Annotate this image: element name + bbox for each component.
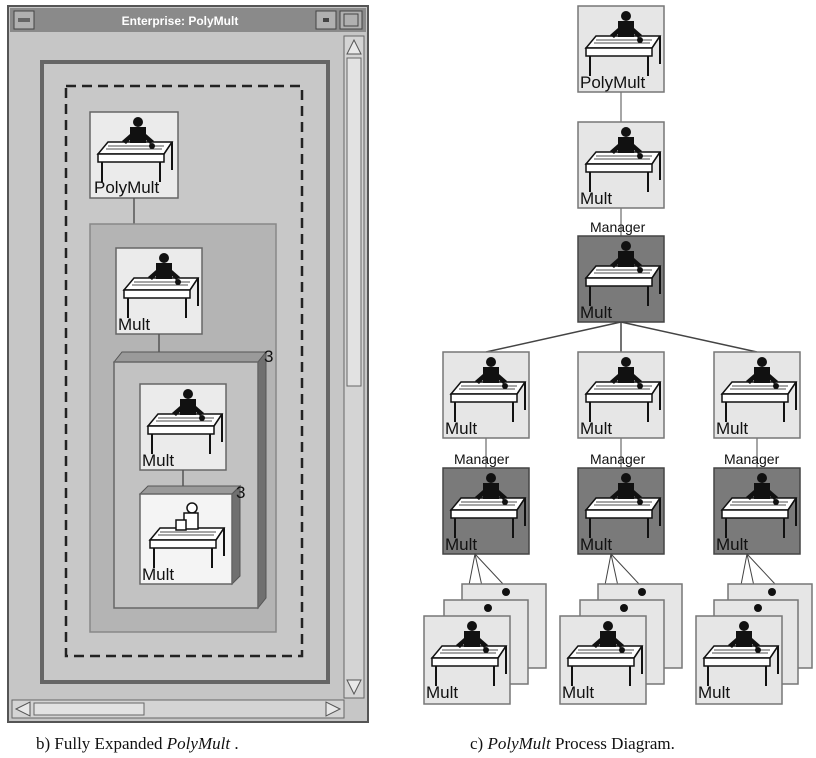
- maximize-button[interactable]: [339, 10, 363, 30]
- node-label: Mult: [426, 683, 458, 702]
- node-label: Mult: [580, 303, 612, 322]
- node-label: Mult: [580, 189, 612, 208]
- scroll-left-arrow[interactable]: [14, 701, 31, 717]
- leaf-stack-3[interactable]: Mult: [695, 553, 813, 705]
- node-label: Mult: [142, 565, 174, 584]
- window-title: Enterprise: PolyMult: [122, 14, 239, 28]
- node-label: Mult: [716, 535, 748, 554]
- node-label: Mult: [562, 683, 594, 702]
- node-label: PolyMult: [580, 73, 645, 92]
- enterprise-boundary: [64, 84, 304, 658]
- node-label: Mult: [445, 535, 477, 554]
- child-manager-node-2[interactable]: Mult: [577, 467, 665, 555]
- root-polymult-node[interactable]: PolyMult: [577, 5, 665, 93]
- child-manager-node-3[interactable]: Mult: [713, 467, 801, 555]
- caption-b-prefix: b) Fully Expanded: [36, 734, 167, 753]
- node-label: Mult: [580, 419, 612, 438]
- caption-c-prefix: c): [470, 734, 488, 753]
- caption-b-suffix: .: [230, 734, 239, 753]
- horizontal-scrollbar[interactable]: [11, 699, 345, 719]
- scroll-right-arrow[interactable]: [325, 701, 342, 717]
- child-node-1[interactable]: Mult: [442, 351, 530, 439]
- process-diagram: PolyMult Mult Manager Mult Mult Mult: [423, 5, 813, 705]
- node-label: Mult: [698, 683, 730, 702]
- horizontal-scroll-thumb[interactable]: [33, 702, 145, 716]
- node-label: Mult: [118, 315, 150, 334]
- caption-b-name: PolyMult: [166, 734, 231, 753]
- replication-count: 3: [264, 347, 273, 366]
- node-label: PolyMult: [94, 178, 159, 197]
- leaf-stack-1[interactable]: Mult: [423, 553, 547, 705]
- manager-label: Manager: [724, 451, 780, 467]
- replication-count: 3: [236, 483, 245, 502]
- node-label: Mult: [716, 419, 748, 438]
- manager-node[interactable]: Mult: [577, 235, 665, 323]
- vertical-scrollbar[interactable]: [343, 35, 365, 699]
- node-label: Mult: [142, 451, 174, 470]
- node-label: Mult: [580, 535, 612, 554]
- mult-node-level2[interactable]: Mult: [139, 383, 227, 471]
- leaf-stack-2[interactable]: Mult: [559, 553, 683, 705]
- scroll-down-arrow[interactable]: [346, 679, 362, 696]
- manager-label: Manager: [454, 451, 510, 467]
- caption-c: c) PolyMult Process Diagram.: [470, 734, 675, 754]
- vertical-scroll-thumb[interactable]: [346, 57, 362, 387]
- child-node-3[interactable]: Mult: [713, 351, 801, 439]
- manager-label: Manager: [590, 219, 646, 235]
- mult-node-level3[interactable]: Mult: [139, 493, 233, 585]
- mult-node-level1[interactable]: Mult: [115, 247, 203, 335]
- child-node-2[interactable]: Mult: [577, 351, 665, 439]
- node-label: Mult: [445, 419, 477, 438]
- child-manager-node-1[interactable]: Mult: [442, 467, 530, 555]
- mult-node[interactable]: Mult: [577, 121, 665, 209]
- minimize-button[interactable]: [315, 10, 337, 30]
- replicated-group-inner: [138, 484, 242, 586]
- caption-b: b) Fully Expanded PolyMult .: [36, 734, 239, 754]
- window-titlebar[interactable]: [10, 8, 366, 32]
- enterprise-window: Enterprise: PolyMult: [7, 5, 369, 723]
- manager-label: Manager: [590, 451, 646, 467]
- caption-c-name: PolyMult: [487, 734, 551, 753]
- caption-c-suffix: Process Diagram.: [550, 734, 675, 753]
- polymult-node[interactable]: PolyMult: [89, 111, 179, 199]
- window-menu-button[interactable]: [13, 10, 35, 30]
- scroll-up-arrow[interactable]: [346, 38, 362, 55]
